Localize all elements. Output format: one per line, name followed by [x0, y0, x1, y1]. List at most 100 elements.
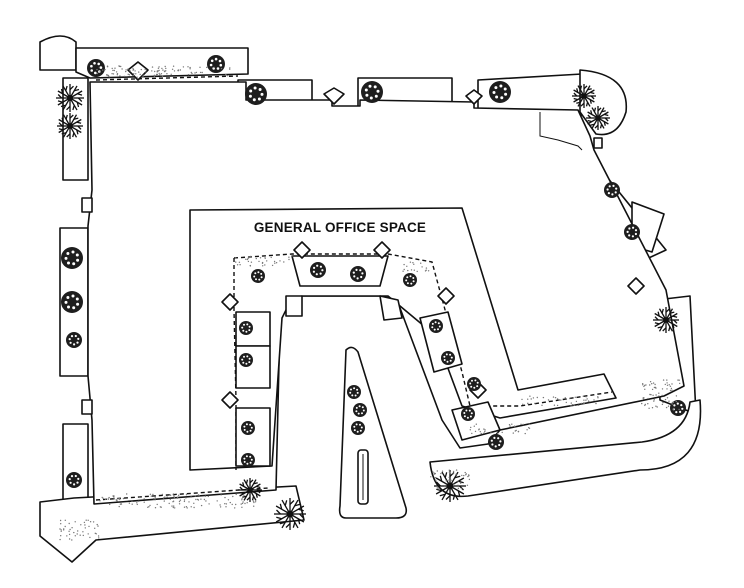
stipple-dot — [573, 404, 575, 406]
stipple-dot — [241, 502, 244, 505]
stipple-dot — [164, 65, 166, 68]
stipple-dot — [136, 503, 138, 506]
shrub-icon — [241, 421, 255, 435]
stipple-dot — [161, 493, 164, 496]
stipple-dot — [247, 257, 249, 260]
shrubs — [61, 55, 686, 488]
stipple-dot — [480, 432, 482, 435]
stipple-dot — [101, 496, 103, 499]
stipple-dot — [403, 263, 405, 266]
stipple-dot — [178, 500, 181, 503]
stipple-dot — [127, 68, 129, 70]
stipple-dot — [671, 383, 673, 385]
stipple-dot — [74, 521, 76, 523]
stipple-dot — [235, 493, 237, 496]
stipple-dot — [288, 258, 290, 261]
stipple-dot — [215, 75, 217, 77]
stipple-dot — [213, 66, 215, 69]
stipple-dot — [159, 74, 161, 76]
stipple-dot — [143, 498, 145, 500]
stipple-dot — [187, 74, 190, 76]
stipple-dot — [68, 533, 71, 536]
stipple-dot — [204, 495, 207, 497]
stipple-dot — [173, 496, 176, 499]
tree-icon — [238, 478, 262, 502]
stipple-dot — [154, 507, 157, 509]
stipple-dot — [291, 255, 293, 257]
stipple-dot — [176, 497, 178, 499]
stipple-dot — [73, 531, 75, 534]
pier-right — [379, 295, 403, 321]
stipple-dot — [151, 70, 153, 72]
stipple-dot — [116, 73, 119, 75]
stipple-dot — [274, 262, 276, 264]
shrub-icon — [61, 291, 83, 313]
stipple-dot — [468, 474, 470, 476]
stipple-dot — [413, 269, 415, 271]
stipple-dot — [203, 498, 206, 501]
shrub-icon — [350, 266, 366, 282]
stipple-dot — [445, 480, 447, 482]
stipple-dot — [575, 400, 578, 403]
stipple-dot — [665, 406, 668, 409]
stipple-dot — [96, 72, 98, 75]
stipple-dot — [80, 524, 82, 526]
stipple-dot — [229, 67, 231, 69]
stipple-dot — [513, 425, 516, 427]
center-planter-island — [338, 346, 408, 519]
stipple-dot — [679, 382, 681, 385]
stipple-dot — [466, 484, 469, 486]
stipple-dot — [185, 497, 187, 499]
stipple-dot — [177, 494, 180, 496]
stipple-dot — [197, 499, 200, 501]
stipple-dot — [436, 486, 439, 488]
stipple-dot — [647, 397, 649, 400]
entry-courtyard-top-b — [373, 241, 391, 259]
stipple-dot — [662, 401, 664, 404]
shrub-icon — [488, 434, 504, 450]
stipple-dot — [224, 503, 226, 505]
stipple-dot — [574, 396, 576, 398]
stipple-dot — [565, 398, 568, 401]
stipple-dot — [125, 69, 127, 71]
stipple-dot — [653, 386, 656, 389]
stipple-dot — [407, 269, 409, 272]
stipple-dot — [653, 399, 655, 401]
shrub-icon — [239, 353, 253, 367]
stipple-dot — [288, 256, 290, 258]
stipple-dot — [671, 403, 673, 405]
stipple-dot — [185, 494, 188, 496]
stipple-dot — [662, 379, 665, 381]
stipple-dot — [172, 493, 175, 495]
stipple-dot — [528, 427, 531, 429]
stipple-dot — [220, 67, 223, 70]
stipple-dot — [435, 479, 437, 482]
shrub-icon — [241, 453, 255, 467]
stipple-dot — [234, 257, 237, 259]
stipple-dot — [152, 493, 154, 496]
stipple-dot — [581, 402, 583, 405]
stipple-dot — [508, 424, 511, 426]
stipple-dot — [570, 405, 572, 407]
stipple-dot — [166, 496, 168, 498]
stipple-dot — [570, 402, 572, 404]
stipple-dot — [648, 407, 650, 409]
stipple-dot — [264, 264, 266, 266]
stipple-dot — [154, 496, 156, 498]
stipple-dot — [641, 402, 643, 405]
stipple-dot — [113, 69, 116, 72]
stipple-dot — [552, 396, 555, 398]
stipple-dot — [83, 521, 86, 524]
shrub-icon — [604, 182, 620, 198]
stipple-dot — [190, 496, 192, 498]
stipple-dot — [653, 400, 655, 402]
stipple-dot — [197, 494, 200, 496]
stipple-dot — [162, 497, 165, 499]
stipple-dot — [165, 67, 167, 70]
stipple-dot — [547, 399, 550, 401]
tree-icon — [653, 307, 679, 333]
stipple-dot — [239, 264, 241, 266]
stipple-dot — [649, 393, 651, 396]
stipple-dot — [64, 525, 66, 528]
stipple-dot — [220, 494, 222, 496]
